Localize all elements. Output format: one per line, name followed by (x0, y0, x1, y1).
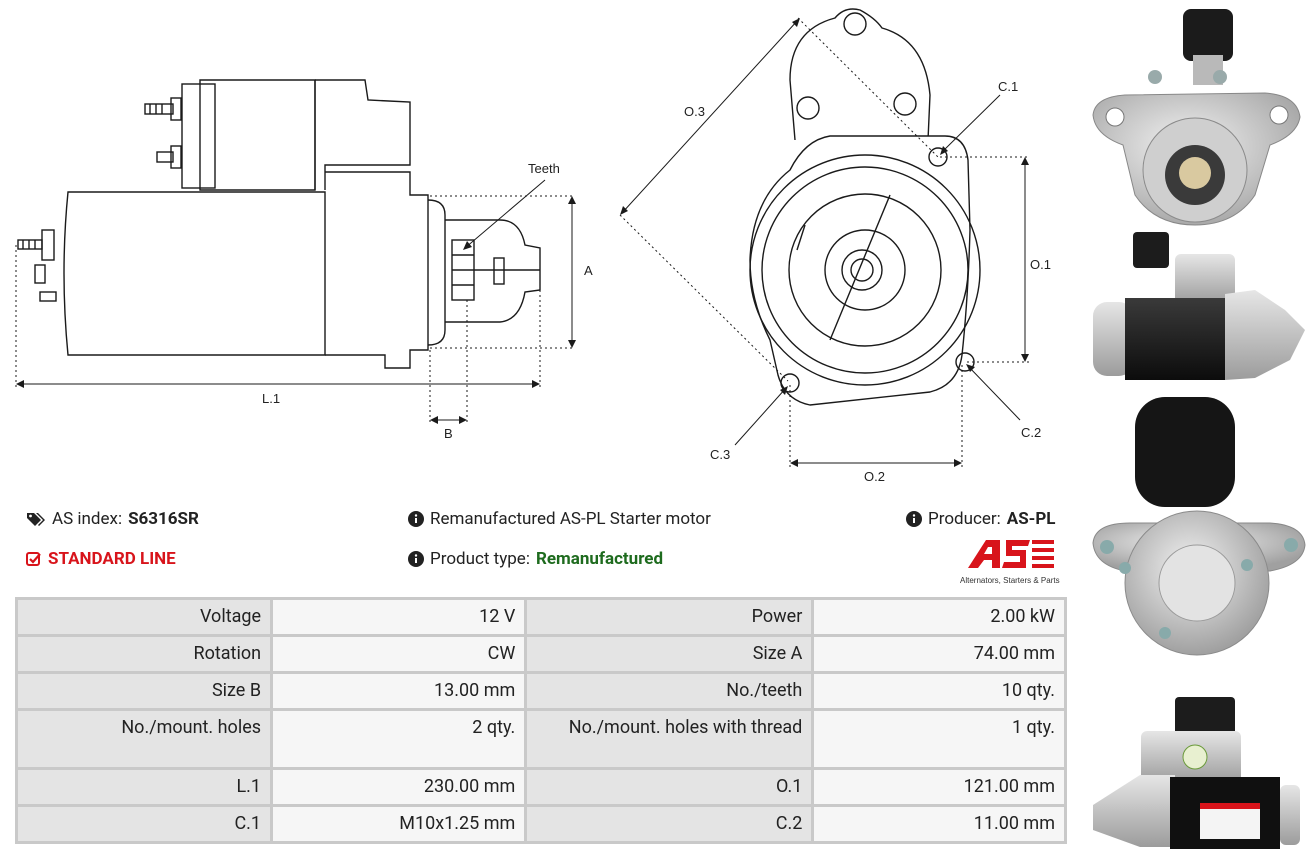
as-index-label: AS index: (52, 509, 123, 529)
product-type-label: Product type: (430, 549, 530, 569)
spec-value: 11.00 mm (814, 807, 1064, 841)
spec-value: 1 qty. (814, 711, 1064, 767)
spec-value: M10x1.25 mm (273, 807, 525, 841)
front-view-drawing: O.3 C.1 O.1 C.2 C.3 O.2 (619, 8, 1051, 484)
spec-value: 230.00 mm (273, 770, 525, 804)
dimension-l1-label: L.1 (262, 391, 280, 406)
description-row: Remanufactured AS-PL Starter motor (408, 509, 711, 529)
checkbox-icon (26, 552, 41, 566)
dimension-b-label: B (444, 426, 453, 441)
product-photo-side (1093, 232, 1305, 380)
producer-value: AS-PL (1006, 509, 1056, 529)
spec-label: No./mount. holes (18, 711, 271, 767)
spec-label: Size B (18, 674, 271, 708)
dimension-c3-label: C.3 (710, 447, 730, 462)
info-icon (906, 511, 922, 527)
spec-value: 12 V (273, 600, 525, 634)
spec-label: Size A (527, 637, 812, 671)
spec-value: CW (273, 637, 525, 671)
product-photo-label-side (1093, 697, 1300, 849)
spec-label: Rotation (18, 637, 271, 671)
spec-value: 121.00 mm (814, 770, 1064, 804)
dimension-o1-label: O.1 (1030, 257, 1051, 272)
spec-value: 10 qty. (814, 674, 1064, 708)
product-description: Remanufactured AS-PL Starter motor (430, 509, 711, 529)
spec-label: C.2 (527, 807, 812, 841)
spec-label: Voltage (18, 600, 271, 634)
spec-label: No./mount. holes with thread (527, 711, 812, 767)
side-view-drawing: Teeth A L.1 B (15, 79, 593, 441)
line-row: STANDARD LINE (26, 549, 176, 569)
as-pl-logo: Alternators, Starters & Parts (960, 538, 1070, 585)
dimension-o2-label: O.2 (864, 469, 885, 484)
product-photo-rear (1092, 397, 1306, 656)
as-logo-mark (968, 540, 1054, 568)
spec-value: 2.00 kW (814, 600, 1064, 634)
dimension-c2-label: C.2 (1021, 425, 1041, 440)
spec-label: L.1 (18, 770, 271, 804)
tags-icon (27, 513, 45, 526)
spec-value: 74.00 mm (814, 637, 1064, 671)
info-icon (408, 551, 424, 567)
spec-label: No./teeth (527, 674, 812, 708)
logo-tagline: Alternators, Starters & Parts (960, 576, 1060, 585)
spec-label: O.1 (527, 770, 812, 804)
line-label: STANDARD LINE (48, 549, 176, 569)
dimension-c1-label: C.1 (998, 79, 1018, 94)
spec-label: C.1 (18, 807, 271, 841)
as-index-value: S6316SR (128, 509, 199, 529)
producer-row: Producer: AS-PL (906, 509, 1056, 529)
dimension-o3-label: O.3 (684, 104, 705, 119)
product-photo-front (1092, 9, 1301, 226)
info-icon (408, 511, 424, 527)
dimension-a-label: A (584, 263, 593, 278)
teeth-label: Teeth (528, 161, 560, 176)
as-index-row: AS index: S6316SR (26, 509, 199, 529)
product-type-value: Remanufactured (535, 549, 664, 569)
spec-label: Power (527, 600, 812, 634)
spec-value: 2 qty. (273, 711, 525, 767)
spec-value: 13.00 mm (273, 674, 525, 708)
product-type-row: Product type: Remanufactured (408, 549, 663, 569)
producer-label: Producer: (928, 509, 1001, 529)
